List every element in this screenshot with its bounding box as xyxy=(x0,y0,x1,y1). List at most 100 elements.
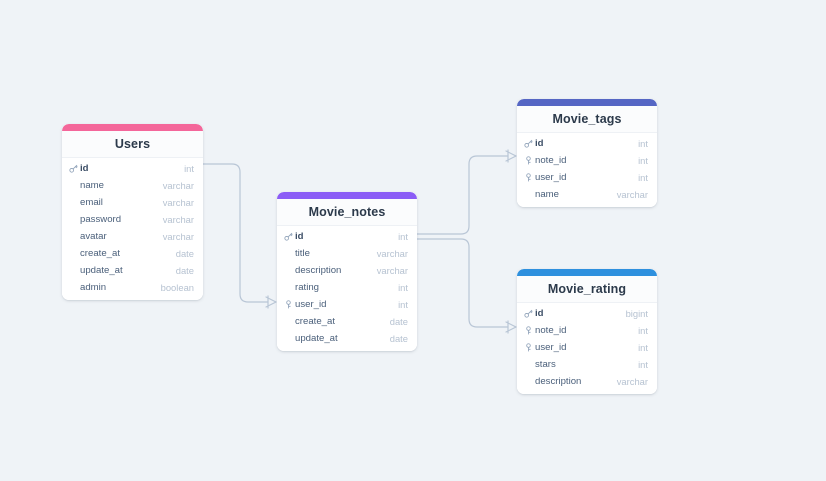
table-title: Movie_rating xyxy=(517,276,657,302)
column-name: note_id xyxy=(535,325,567,336)
column-row[interactable]: password varchar xyxy=(62,211,203,228)
column-name: user_id xyxy=(535,172,567,183)
table-title: Movie_tags xyxy=(517,106,657,132)
column-row[interactable]: id int xyxy=(277,228,417,245)
column-name: rating xyxy=(295,282,319,293)
column-type: int xyxy=(638,325,648,336)
column-name: description xyxy=(295,265,342,276)
column-name: user_id xyxy=(535,342,567,353)
column-type: int xyxy=(398,231,408,242)
column-row[interactable]: update_at date xyxy=(277,330,417,347)
column-type: varchar xyxy=(162,197,194,208)
foreign-key-icon xyxy=(524,173,535,182)
column-type: varchar xyxy=(376,265,408,276)
column-type: date xyxy=(389,316,408,327)
table-accent-bar xyxy=(62,124,203,131)
column-row[interactable]: user_id int xyxy=(517,339,657,356)
column-name: id xyxy=(535,138,544,149)
column-type: int xyxy=(638,172,648,183)
column-type: varchar xyxy=(162,231,194,242)
foreign-key-icon xyxy=(284,300,295,309)
column-row[interactable]: title varchar xyxy=(277,245,417,262)
column-name: description xyxy=(535,376,582,387)
table-title: Users xyxy=(62,131,203,157)
table-accent-bar xyxy=(517,99,657,106)
column-row[interactable]: create_at date xyxy=(277,313,417,330)
column-type: date xyxy=(389,333,408,344)
column-name: password xyxy=(80,214,122,225)
column-type: int xyxy=(638,138,648,149)
column-row[interactable]: admin boolean xyxy=(62,279,203,296)
column-name: create_at xyxy=(295,316,336,327)
edge-movie-notes-movie-rating xyxy=(416,238,517,334)
column-name: id xyxy=(295,231,304,242)
column-row[interactable]: stars int xyxy=(517,356,657,373)
column-name: name xyxy=(535,189,559,200)
column-name: avatar xyxy=(80,231,107,242)
foreign-key-icon xyxy=(524,343,535,352)
column-row[interactable]: description varchar xyxy=(277,262,417,279)
foreign-key-icon xyxy=(524,326,535,335)
column-name: id xyxy=(535,308,544,319)
key-icon xyxy=(524,139,535,148)
column-name: admin xyxy=(80,282,107,293)
column-name: user_id xyxy=(295,299,327,310)
column-row[interactable]: description varchar xyxy=(517,373,657,390)
column-type: boolean xyxy=(160,282,194,293)
column-row[interactable]: update_at date xyxy=(62,262,203,279)
foreign-key-icon xyxy=(524,156,535,165)
table-columns: id int title varchar description varchar ratin… xyxy=(277,225,417,351)
column-name: id xyxy=(80,163,89,174)
column-row[interactable]: user_id int xyxy=(517,169,657,186)
column-type: int xyxy=(398,299,408,310)
column-row[interactable]: note_id int xyxy=(517,322,657,339)
column-name: update_at xyxy=(295,333,338,344)
column-name: stars xyxy=(535,359,556,370)
column-type: varchar xyxy=(162,180,194,191)
column-name: create_at xyxy=(80,248,121,259)
column-row[interactable]: avatar varchar xyxy=(62,228,203,245)
column-type: int xyxy=(638,155,648,166)
column-type: int xyxy=(184,163,194,174)
column-row[interactable]: create_at date xyxy=(62,245,203,262)
column-type: int xyxy=(638,342,648,353)
column-type: bigint xyxy=(625,308,648,319)
column-name: title xyxy=(295,248,310,259)
column-type: date xyxy=(175,248,194,259)
key-icon xyxy=(284,232,295,241)
edge-movie-notes-movie-tags xyxy=(416,149,517,235)
column-type: int xyxy=(398,282,408,293)
column-type: varchar xyxy=(616,376,648,387)
column-type: varchar xyxy=(376,248,408,259)
column-row[interactable]: note_id int xyxy=(517,152,657,169)
column-row[interactable]: rating int xyxy=(277,279,417,296)
column-name: update_at xyxy=(80,265,123,276)
edge-users-movie-notes xyxy=(202,163,277,309)
column-row[interactable]: email varchar xyxy=(62,194,203,211)
column-row[interactable]: user_id int xyxy=(277,296,417,313)
column-row[interactable]: id bigint xyxy=(517,305,657,322)
table-accent-bar xyxy=(517,269,657,276)
table-accent-bar xyxy=(277,192,417,199)
key-icon xyxy=(69,164,80,173)
column-name: email xyxy=(80,197,103,208)
column-type: varchar xyxy=(616,189,648,200)
column-row[interactable]: id int xyxy=(62,160,203,177)
table-title: Movie_notes xyxy=(277,199,417,225)
column-type: date xyxy=(175,265,194,276)
key-icon xyxy=(524,309,535,318)
column-row[interactable]: id int xyxy=(517,135,657,152)
column-type: varchar xyxy=(162,214,194,225)
column-name: note_id xyxy=(535,155,567,166)
column-type: int xyxy=(638,359,648,370)
column-row[interactable]: name varchar xyxy=(517,186,657,203)
